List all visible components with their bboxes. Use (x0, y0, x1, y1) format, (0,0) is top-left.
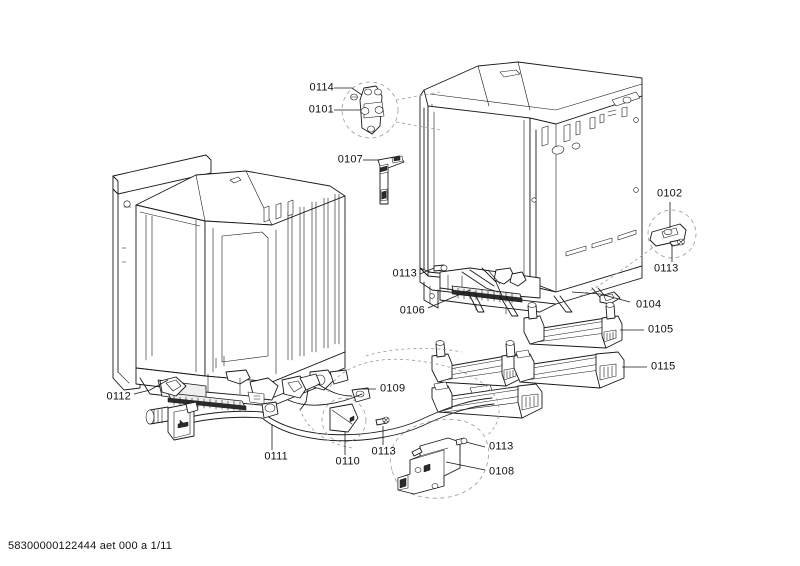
base-rail-lower-left (431, 381, 543, 419)
screw-0113-center (375, 416, 390, 426)
footer-document-code: 58300000122444 aet 000 a 1/11 (8, 540, 173, 552)
callout-0101: 0101 (308, 103, 334, 116)
detail-circle-0110 (321, 397, 367, 443)
callout-0113-base: 0113 (392, 267, 417, 280)
callout-0112: 0112 (106, 390, 131, 403)
tub-shell-right (419, 61, 643, 317)
callout-0110: 0110 (335, 455, 360, 468)
callout-0109: 0109 (380, 382, 406, 395)
screw-0113-base (433, 264, 448, 272)
tub-assembly-left (112, 154, 346, 412)
base-rails (431, 302, 625, 419)
leader-lines (133, 87, 673, 471)
callout-0114: 0114 (309, 81, 334, 94)
callout-0111: 0111 (264, 450, 288, 463)
callout-0107: 0107 (337, 153, 363, 166)
callout-0113-lower: 0113 (489, 440, 514, 453)
detail-circle-0108 (390, 419, 489, 499)
detail-circle-0101 (341, 81, 441, 139)
hose-assembly (145, 369, 495, 442)
callout-0113-right: 0113 (654, 262, 679, 275)
callout-0113-center: 0113 (371, 445, 396, 458)
bracket-0107 (377, 155, 405, 205)
callout-0108: 0108 (489, 465, 515, 478)
callout-0106: 0106 (399, 304, 425, 317)
callout-0115: 0115 (651, 360, 676, 373)
detail-circle-0102 (579, 209, 697, 297)
base-rail-0105 (523, 302, 623, 349)
callout-0104: 0104 (636, 298, 662, 311)
callout-0105: 0105 (648, 323, 674, 336)
callout-0102: 0102 (657, 187, 683, 200)
base-rail-0115 (513, 349, 625, 389)
